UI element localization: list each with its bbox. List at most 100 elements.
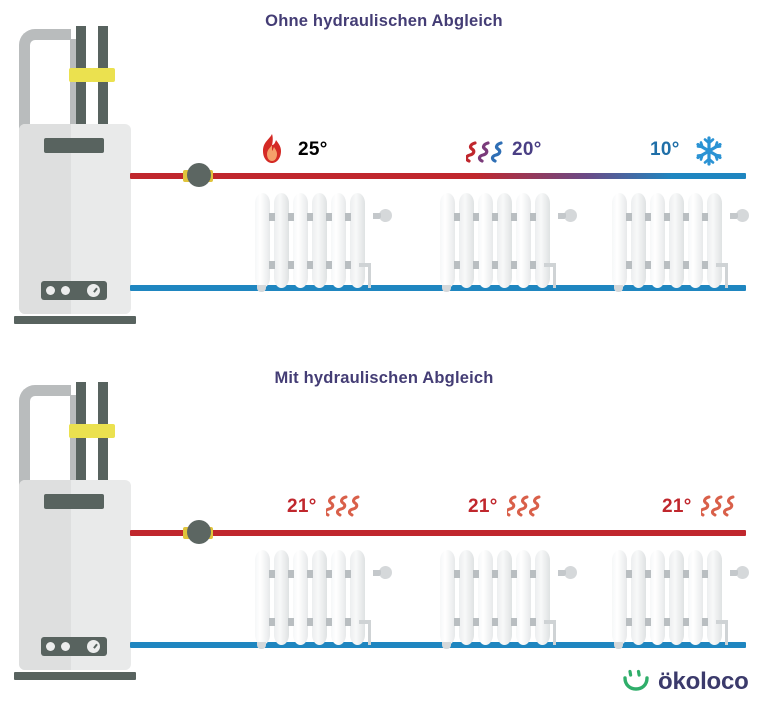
radiator-connector [645, 213, 651, 221]
radiator-return-elbow [359, 263, 371, 267]
radiator-fin [535, 193, 550, 288]
brand-logo-text: ökoloco [658, 668, 749, 695]
radiator-connector [626, 213, 632, 221]
flue-pipe-down-icon [70, 39, 81, 127]
radiator-valve-knob-icon[interactable] [733, 566, 749, 579]
radiator-fin [293, 550, 308, 645]
radiator-connector [454, 570, 460, 578]
radiator-drain-icon [614, 285, 623, 292]
radiator-connector [530, 618, 536, 626]
radiator-connector [492, 213, 498, 221]
boiler-knob-icon [61, 642, 70, 651]
radiator-fin [688, 550, 703, 645]
radiator-return-pipe [725, 265, 728, 288]
temperature-label-bottom-3: 21° [662, 496, 692, 517]
radiator-fin [255, 550, 270, 645]
pipe-clamp-left-icon [69, 424, 93, 438]
radiator-connector [511, 570, 517, 578]
temperature-label-bottom-1: 21° [287, 496, 317, 517]
radiator-top-2 [440, 193, 577, 292]
boiler-knob-icon [46, 642, 55, 651]
radiator-fin [293, 193, 308, 288]
radiator-return-elbow [359, 620, 371, 624]
radiator-connector [454, 213, 460, 221]
radiator-valve-knob-icon[interactable] [561, 566, 577, 579]
radiator-fin [312, 550, 327, 645]
radiator-bottom-3 [612, 550, 749, 649]
radiator-fin [478, 550, 493, 645]
radiator-return-elbow [544, 620, 556, 624]
temperature-label-top-3: 10° [650, 139, 680, 160]
radiator-connector [326, 570, 332, 578]
pressure-gauge-icon [87, 640, 100, 653]
radiator-connector [683, 570, 689, 578]
radiator-fin [255, 193, 270, 288]
circulation-pump-top [183, 161, 213, 191]
gas-boiler-bottom [14, 382, 164, 682]
radiator-valve-knob-icon[interactable] [376, 209, 392, 222]
boiler-knob-icon [61, 286, 70, 295]
radiator-connector [626, 261, 632, 269]
pressure-gauge-icon [87, 284, 100, 297]
radiator-connector [702, 570, 708, 578]
radiator-fin [516, 550, 531, 645]
radiator-connector [702, 261, 708, 269]
radiator-fin [612, 193, 627, 288]
radiator-fin [497, 550, 512, 645]
radiator-connector [473, 261, 479, 269]
radiator-connector [664, 213, 670, 221]
return-line-bottom [130, 642, 746, 648]
radiator-connector [288, 213, 294, 221]
radiator-fin [478, 193, 493, 288]
radiator-fin [612, 550, 627, 645]
radiator-return-pipe [368, 622, 371, 645]
radiator-return-pipe [553, 265, 556, 288]
radiator-fin [274, 193, 289, 288]
heat-waves-icon [464, 140, 510, 171]
radiator-connector [530, 213, 536, 221]
radiator-fin [274, 550, 289, 645]
radiator-connector [288, 261, 294, 269]
pipe-clamp-left-icon [69, 68, 93, 82]
radiator-connector [269, 213, 275, 221]
radiator-connector [326, 213, 332, 221]
radiator-fin [631, 193, 646, 288]
radiator-fin [331, 193, 346, 288]
radiator-connector [702, 213, 708, 221]
section-title-without-balancing: Ohne hydraulischen Abgleich [265, 12, 503, 30]
radiator-connector [645, 261, 651, 269]
radiator-connector [492, 570, 498, 578]
supply-line-top [130, 173, 746, 179]
pump-body-icon [187, 520, 211, 544]
radiator-fin [312, 193, 327, 288]
radiator-bottom-1 [255, 550, 392, 649]
radiator-connector [288, 570, 294, 578]
radiator-fin [650, 550, 665, 645]
radiator-valve-knob-icon[interactable] [561, 209, 577, 222]
radiator-connector [326, 261, 332, 269]
pipe-clamp-right-icon [91, 424, 115, 438]
radiator-fin [688, 193, 703, 288]
radiator-connector [511, 261, 517, 269]
radiator-valve-knob-icon[interactable] [376, 566, 392, 579]
radiator-fin [459, 550, 474, 645]
temperature-label-top-2: 20° [512, 139, 542, 160]
radiator-connector [307, 618, 313, 626]
heat-waves-icon [324, 494, 366, 525]
radiator-top-3 [612, 193, 749, 292]
radiator-connector [664, 570, 670, 578]
radiator-fin [650, 193, 665, 288]
radiator-connector [307, 213, 313, 221]
radiator-drain-icon [614, 642, 623, 649]
radiator-fin [440, 550, 455, 645]
radiator-connector [664, 261, 670, 269]
radiator-valve-knob-icon[interactable] [733, 209, 749, 222]
pump-body-icon [187, 163, 211, 187]
radiator-connector [307, 261, 313, 269]
temperature-label-top-1: 25° [298, 139, 328, 160]
boiler-base [14, 316, 136, 324]
radiator-fin [516, 193, 531, 288]
gas-boiler-top [14, 26, 164, 326]
radiator-return-elbow [716, 263, 728, 267]
radiator-fin [669, 550, 684, 645]
